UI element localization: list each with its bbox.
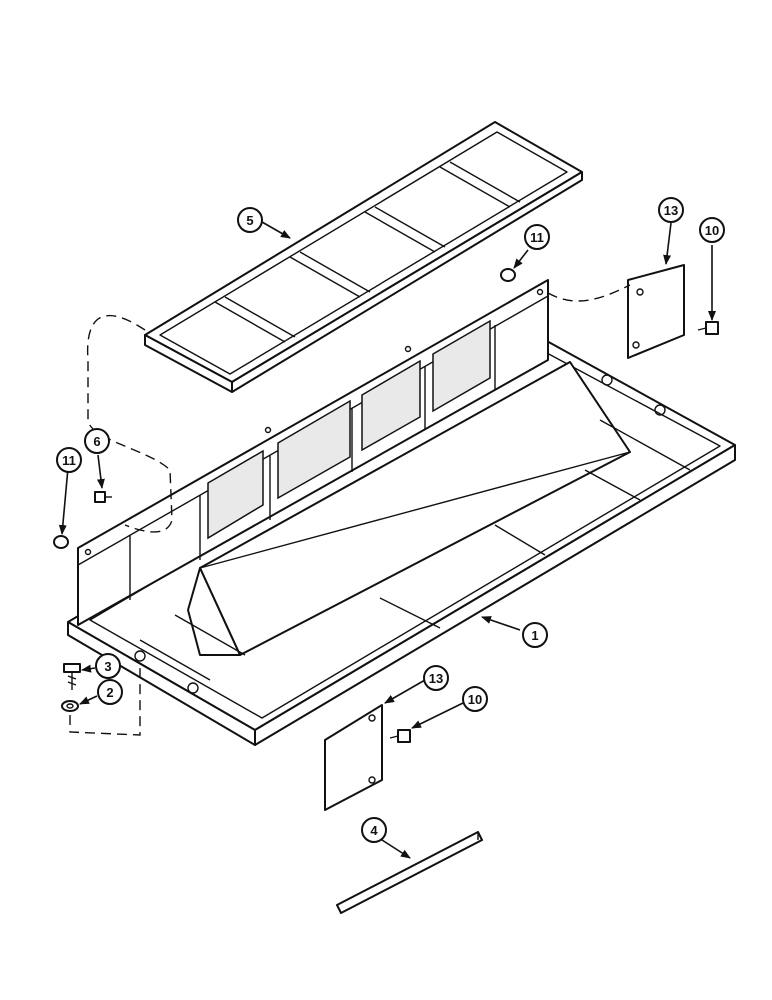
- bolt-part-10-upper: [697, 321, 719, 335]
- callout-3: 3: [95, 653, 121, 679]
- callout-5-label: 5: [246, 213, 253, 228]
- callout-1-label: 1: [531, 628, 538, 643]
- callout-4: 4: [361, 817, 387, 843]
- nut-part-11-left: [53, 535, 69, 549]
- seal-strip-part-4: [336, 831, 483, 914]
- callout-4-label: 4: [370, 823, 378, 838]
- filter-frame-part-5: [144, 121, 583, 393]
- callout-11-right: 11: [524, 224, 550, 250]
- callout-6-label: 6: [93, 434, 100, 449]
- callout-13-upper-label: 13: [664, 203, 678, 218]
- callout-2: 2: [97, 679, 123, 705]
- washer-part-2: [61, 700, 79, 712]
- callout-11-left: 11: [56, 447, 82, 473]
- callout-5: 5: [237, 207, 263, 233]
- callout-10-lower: 10: [462, 686, 488, 712]
- leader-lines: [58, 221, 716, 859]
- callout-13-upper: 13: [658, 197, 684, 223]
- dashed-assembly-line-washer: [69, 668, 141, 736]
- callout-11-left-label: 11: [62, 453, 76, 468]
- callout-2-label: 2: [106, 685, 113, 700]
- bolt-part-3: [63, 663, 81, 690]
- callout-11-right-label: 11: [530, 230, 544, 245]
- callout-10-lower-label: 10: [468, 692, 482, 707]
- housing-part-1: [67, 279, 736, 746]
- callout-6: 6: [84, 428, 110, 454]
- callout-1: 1: [522, 622, 548, 648]
- dashed-assembly-line-cover: [547, 284, 631, 302]
- nut-part-11-right: [500, 268, 516, 282]
- callout-10-upper: 10: [699, 217, 725, 243]
- end-cover-part-13-lower: [324, 704, 383, 811]
- callout-13-lower-label: 13: [429, 671, 443, 686]
- bolt-part-10-lower: [389, 729, 411, 743]
- callout-3-label: 3: [104, 659, 111, 674]
- end-cover-part-13-upper: [627, 264, 685, 359]
- callout-10-upper-label: 10: [705, 223, 719, 238]
- screw-part-6: [94, 491, 112, 503]
- callout-13-lower: 13: [423, 665, 449, 691]
